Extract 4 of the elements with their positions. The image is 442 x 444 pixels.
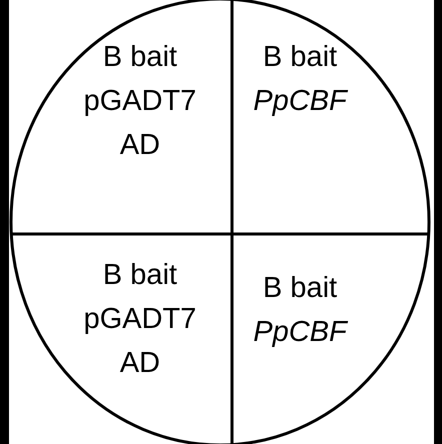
sector-label: B bait pGADT7 AD — [70, 35, 210, 167]
sector-label: B bait PpCBF — [230, 266, 370, 354]
sector-label: B bait PpCBF — [230, 35, 370, 123]
sector-label: B bait pGADT7 AD — [70, 253, 210, 385]
